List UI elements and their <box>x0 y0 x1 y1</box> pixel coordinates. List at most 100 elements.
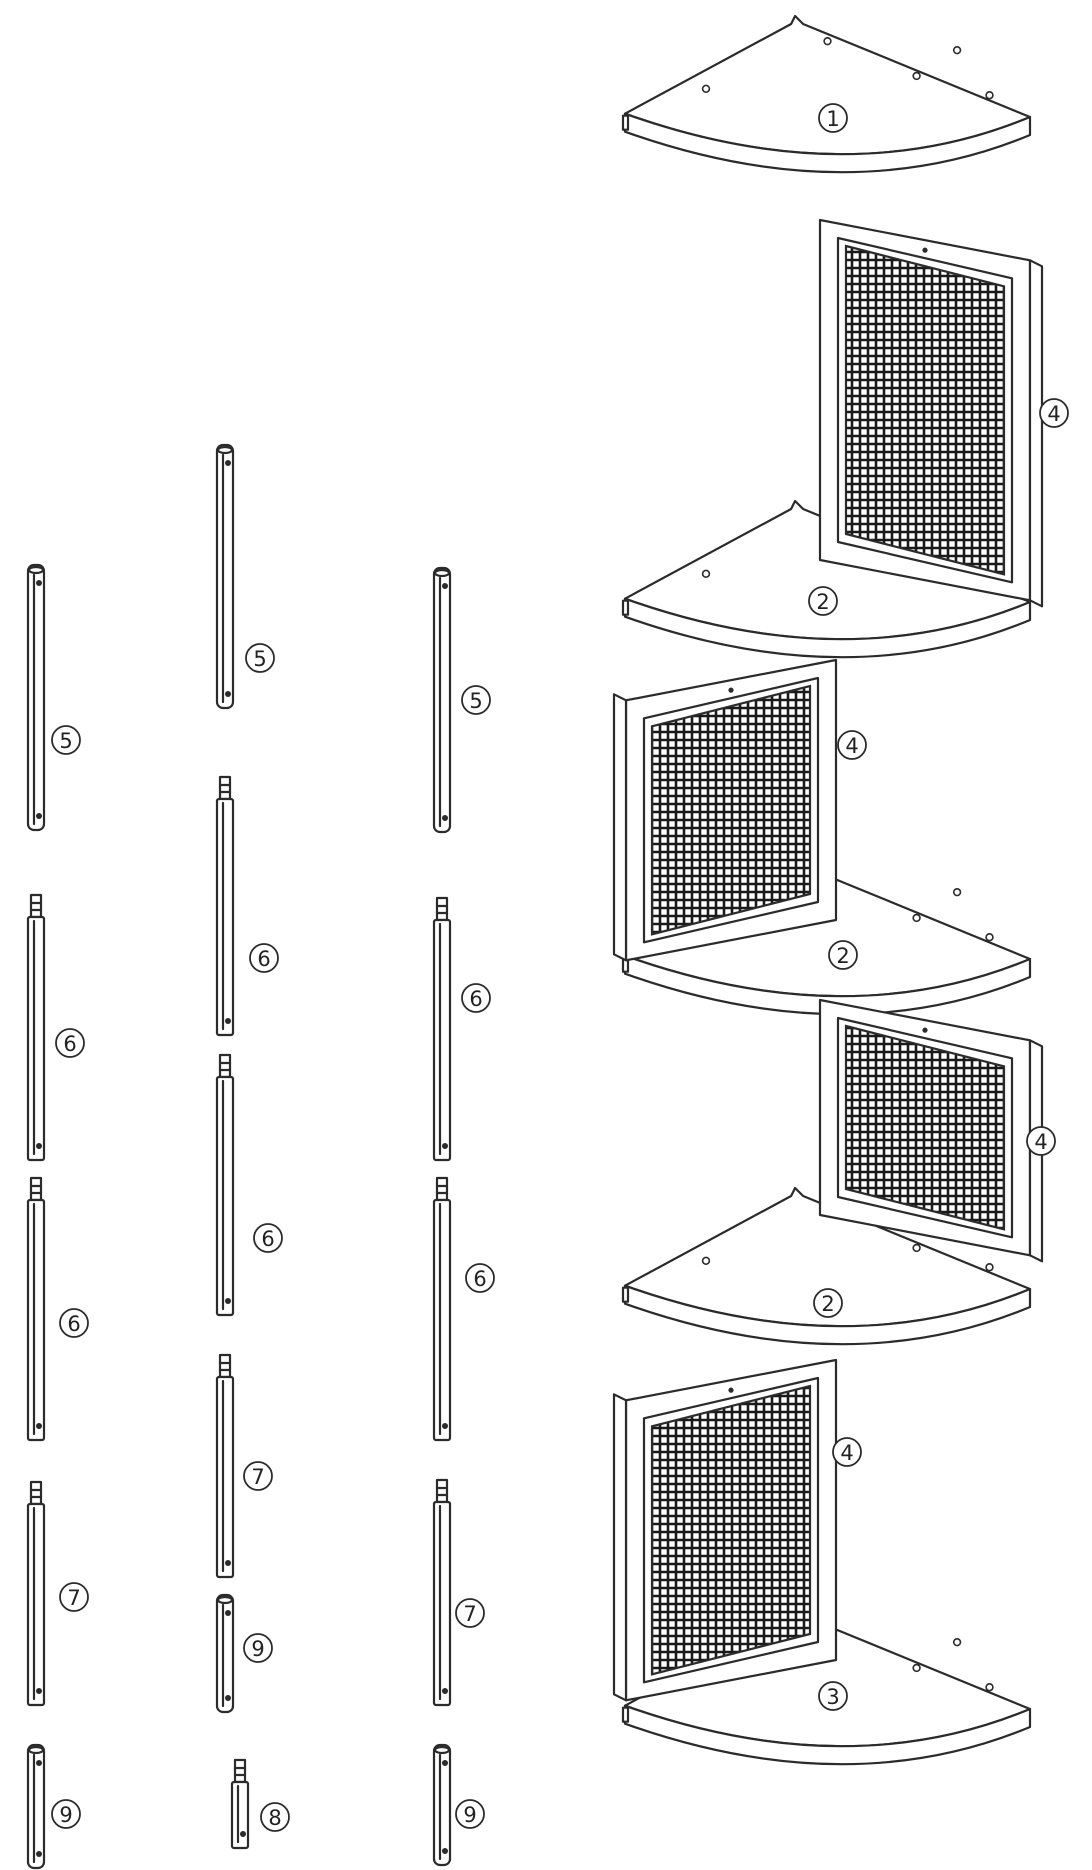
pole-body <box>432 1500 452 1707</box>
mesh-panels-group <box>612 218 1044 1702</box>
pole-hole <box>442 583 448 589</box>
panel-bevel <box>836 236 1014 584</box>
shelf-screw-hole <box>823 36 832 46</box>
part-number-circle <box>808 586 838 616</box>
part-number-text: 5 <box>469 689 482 713</box>
shelf-screw-hole <box>912 1243 921 1253</box>
part-number-pole-center-6: 8 <box>260 1802 290 1832</box>
part-number-circle <box>832 1437 862 1467</box>
pole-peg <box>29 893 43 919</box>
pole-body <box>26 1198 46 1442</box>
pole-body <box>432 1198 452 1442</box>
shelf-bottom <box>621 1606 1032 1766</box>
pole-body <box>432 1743 452 1867</box>
mesh-panel-a <box>818 218 1044 608</box>
shelf-screw-hole <box>985 1263 994 1272</box>
pole-hole <box>225 691 231 697</box>
part-number-pole-left-4: 7 <box>59 1582 89 1612</box>
shelf-front-edge <box>623 1704 1032 1766</box>
pole-peg-thread <box>29 901 43 912</box>
panel-mesh <box>844 1024 1006 1231</box>
part-number-shelf-middle-c: 2 <box>813 1288 843 1318</box>
shelf-edge-bracket <box>621 599 630 616</box>
part-number-pole-right-3: 6 <box>465 1263 495 1293</box>
panel-mesh <box>844 244 1006 576</box>
shelf-edge-bracket <box>621 1286 630 1303</box>
part-number-mesh-panel-a: 4 <box>1039 398 1069 428</box>
pole-hole <box>36 580 42 586</box>
pole-hole <box>36 1143 42 1149</box>
pole-left-5 <box>26 1743 46 1870</box>
pole-body <box>215 1375 235 1579</box>
shelf-screw-hole <box>912 913 921 923</box>
part-number-circle <box>59 1308 89 1338</box>
panel-bevel <box>836 1016 1014 1239</box>
pole-top-cap <box>433 1745 451 1755</box>
shelf-front-edge <box>623 954 1032 1016</box>
pole-body <box>215 443 235 710</box>
part-number-text: 9 <box>59 1803 72 1827</box>
pole-peg-thread <box>218 1061 232 1072</box>
part-number-circle <box>1026 1126 1056 1156</box>
panel-edge <box>1028 259 1044 608</box>
shelf-edge-bracket <box>621 114 630 131</box>
pole-peg <box>435 896 449 922</box>
part-number-text: 9 <box>251 1637 264 1661</box>
pole-center-4 <box>215 1353 235 1579</box>
shelf-front-edge <box>623 1284 1032 1346</box>
pole-hole <box>225 1560 231 1566</box>
shelf-front-edge <box>623 597 1032 659</box>
part-number-pole-center-5: 9 <box>243 1633 273 1663</box>
shelf-screw-hole <box>952 887 962 897</box>
pole-hole <box>442 815 448 821</box>
part-number-circle <box>465 1263 495 1293</box>
pole-body <box>215 1593 235 1714</box>
shelf-screw-hole <box>985 91 994 100</box>
part-number-pole-center-2: 6 <box>249 943 279 973</box>
shelf-front-edge <box>623 112 1032 174</box>
panel-mesh <box>650 1384 812 1676</box>
pole-hole <box>225 1610 231 1616</box>
pole-body <box>26 1743 46 1870</box>
part-number-text: 4 <box>845 734 858 758</box>
panel-bevel <box>642 676 820 944</box>
pole-left-3 <box>26 1176 46 1442</box>
pole-center-2 <box>215 775 235 1037</box>
shelf-middle-b <box>621 856 1032 1016</box>
mesh-panel-d <box>612 1358 838 1702</box>
pole-hole <box>225 460 231 466</box>
pole-peg <box>218 1353 232 1379</box>
pole-top-cap <box>27 565 45 575</box>
part-number-circle <box>1039 398 1069 428</box>
shelf-screw-hole <box>952 45 962 55</box>
part-number-shelf-middle-a: 2 <box>808 586 838 616</box>
pole-hole <box>36 1851 42 1857</box>
part-number-text: 5 <box>253 647 266 671</box>
mesh-panel-b <box>612 658 838 962</box>
part-number-text: 6 <box>473 1267 486 1291</box>
part-number-shelf-top: 1 <box>818 103 848 133</box>
panel-bevel <box>642 1376 820 1684</box>
panel-screw <box>922 1027 928 1033</box>
part-number-pole-right-2: 6 <box>461 983 491 1013</box>
pole-hole <box>225 1695 231 1701</box>
pole-peg <box>233 1758 247 1784</box>
pole-body <box>432 566 452 834</box>
part-number-shelf-bottom: 3 <box>818 1681 848 1711</box>
pole-right-1 <box>432 566 452 834</box>
part-number-text: 4 <box>840 1441 853 1465</box>
pole-hole <box>442 1848 448 1854</box>
pole-body <box>230 1780 250 1850</box>
part-number-text: 2 <box>816 590 829 614</box>
pole-hole <box>240 1831 246 1837</box>
part-number-text: 6 <box>469 987 482 1011</box>
pole-peg <box>29 1480 43 1506</box>
part-number-text: 3 <box>826 1685 839 1709</box>
part-number-text: 2 <box>836 944 849 968</box>
part-number-pole-left-3: 6 <box>59 1308 89 1338</box>
part-number-circle <box>828 940 858 970</box>
part-number-text: 7 <box>251 1465 264 1489</box>
part-number-circle <box>455 1799 485 1829</box>
